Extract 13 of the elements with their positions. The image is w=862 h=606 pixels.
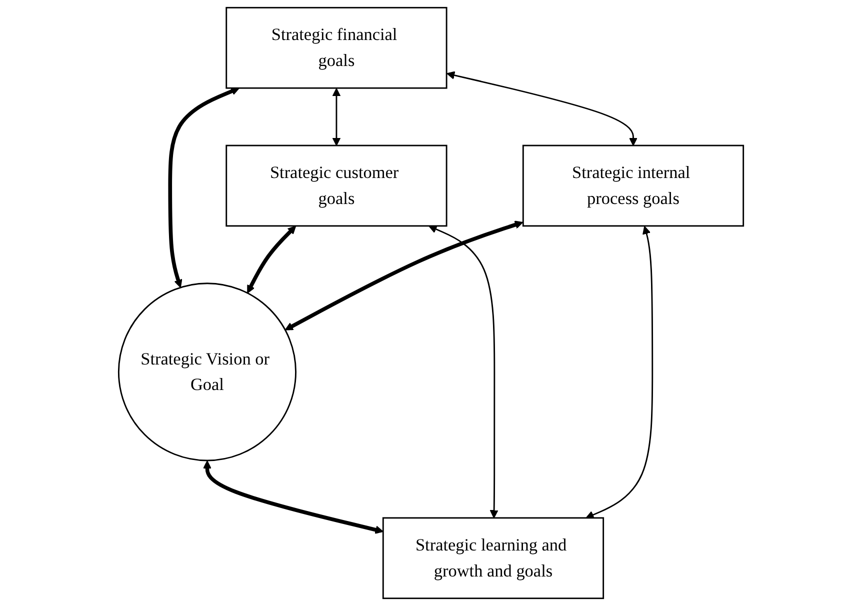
arrow (586, 226, 654, 519)
arrow (203, 460, 384, 534)
node-box: Strategic financial goals (226, 6, 448, 89)
node-box: Strategic internal process goals (522, 144, 744, 227)
node-box: Strategic learning and growth and goals (382, 517, 604, 600)
arrow (168, 87, 240, 288)
arrow (332, 88, 341, 146)
arrow (428, 225, 498, 518)
arrow (284, 220, 524, 330)
node-circle: Strategic Vision or Goal (118, 282, 296, 462)
node-box: Strategic customer goals (226, 144, 448, 227)
arrow (446, 71, 638, 146)
arrow (247, 226, 296, 294)
